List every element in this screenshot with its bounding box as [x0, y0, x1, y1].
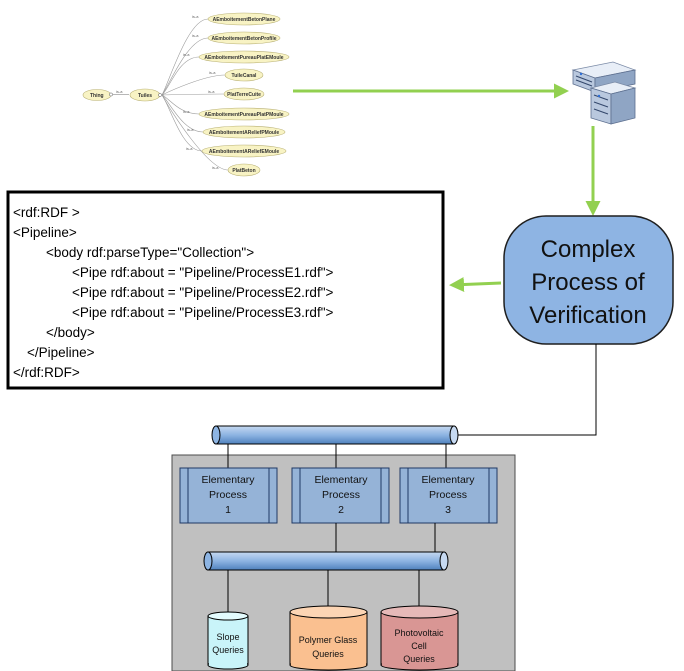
ontology-edge-label: is-a [212, 165, 219, 170]
process-1-line-3: 1 [225, 504, 231, 516]
db-polymer-glass-queries: Polymer Glass Queries [289, 605, 368, 671]
ontology-node-label: AEmboitementPureauPlatEMoule [204, 55, 283, 61]
ontology-edge [161, 18, 209, 96]
rdf-code-box: <rdf:RDF > <Pipeline> <body rdf:parseTyp… [6, 190, 445, 390]
server-rack-icon [571, 61, 637, 125]
rdf-line-5: <Pipe rdf:about = "Pipeline/ProcessE2.rd… [72, 285, 333, 300]
ontology-node [223, 87, 265, 101]
ontology-node-label: PlatTerreCuite [227, 92, 261, 98]
db-3-line-1: Photovoltaic [394, 628, 444, 638]
db-slope-queries: Slope Queries [207, 611, 249, 670]
db-3-line-3: Queries [403, 654, 435, 664]
ontology-edge [161, 56, 200, 96]
ontology-node-label: AEmboitementAReliefEMoule [209, 149, 280, 155]
ontology-edge [161, 94, 204, 133]
db-1-line-1: Slope [216, 632, 239, 642]
ontology-node [224, 68, 264, 82]
process-1-line-2: Process [209, 489, 247, 501]
ontology-edge [161, 94, 229, 171]
db-2-line-2: Queries [312, 649, 344, 659]
ontology-node-label: AEmboitementAReliefPMoule [209, 130, 280, 136]
ontology-node [207, 12, 281, 26]
process-2-line-1: Elementary [314, 474, 368, 486]
process-3-line-1: Elementary [421, 474, 475, 486]
ontology-node [227, 163, 261, 177]
process-2-line-2: Process [322, 489, 360, 501]
ontology-node-thing: Thing [82, 89, 113, 101]
ontology-edge [161, 94, 200, 115]
ontology-node-label: AEmboitementBetonPlane [213, 17, 276, 23]
ontology-edge-label: is-a [209, 70, 216, 75]
ontology-node [201, 144, 287, 158]
rdf-line-7: </body> [46, 325, 95, 340]
bottom-pipe [203, 551, 449, 571]
elementary-process-2: Elementary Process 2 [291, 467, 390, 524]
ontology-node-label: AEmboitementBetonProfile [211, 36, 276, 42]
ontology-edge-label: is-a [192, 14, 199, 19]
top-pipe [211, 425, 459, 445]
complex-process-node: Complex Process of Verification [503, 215, 674, 345]
ontology-node-label: AEmboitementPureauPlatPMoule [204, 112, 283, 118]
elementary-process-1: Elementary Process 1 [179, 467, 278, 524]
ontology-edge-label: is-a [183, 109, 190, 114]
ontology-edge-label-root: is-a [116, 89, 123, 94]
ontology-root-label: Thing [90, 93, 104, 99]
complex-process-line-1: Complex [541, 236, 636, 263]
ontology-node [198, 107, 290, 121]
ontology-node [202, 125, 286, 139]
process-3-line-3: 3 [445, 504, 451, 516]
process-2-line-3: 2 [338, 504, 344, 516]
rdf-line-2: <Pipeline> [13, 225, 77, 240]
complex-process-line-2: Process of [531, 269, 645, 296]
db-3-line-2: Cell [411, 641, 427, 651]
db-photovoltaic-cell-queries: Photovoltaic Cell Queries [380, 605, 459, 671]
ontology-edge-label: is-a [192, 33, 199, 38]
ontology-edge [161, 94, 203, 152]
ontology-node [198, 50, 290, 64]
ontology-edge-label: is-a [187, 127, 194, 132]
ontology-edge [161, 37, 209, 96]
db-2-line-1: Polymer Glass [299, 635, 358, 645]
ontology-node-label: TuileCanal [232, 73, 258, 79]
rdf-line-6: <Pipe rdf:about = "Pipeline/ProcessE3.rd… [72, 305, 333, 320]
rdf-line-8: </Pipeline> [27, 345, 95, 360]
ontology-edge [161, 93, 225, 96]
process-3-line-2: Process [429, 489, 467, 501]
ontology-edge [161, 74, 226, 96]
rdf-line-4: <Pipe rdf:about = "Pipeline/ProcessE1.rd… [72, 265, 333, 280]
rdf-line-9: </rdf:RDF> [13, 365, 80, 380]
ontology-node-tuiles: Tuiles [129, 88, 162, 102]
db-1-line-2: Queries [212, 645, 244, 655]
ontology-graph: Thing is-a Tuiles is-aAEmboitementBetonP… [82, 12, 290, 177]
ontology-edge-label: is-a [183, 52, 190, 57]
connector-process-to-pipe [456, 344, 597, 436]
ontology-hub-label: Tuiles [138, 93, 152, 99]
ontology-node [207, 31, 281, 45]
elementary-process-3: Elementary Process 3 [399, 467, 498, 524]
ontology-edge-label: is-a [208, 89, 215, 94]
ontology-edge-label: is-a [186, 146, 193, 151]
rdf-line-3: <body rdf:parseType="Collection"> [46, 245, 254, 260]
arrow-process-to-rdf [449, 277, 502, 293]
rdf-line-1: <rdf:RDF > [13, 205, 80, 220]
ontology-node-label: PlatBeton [232, 168, 255, 174]
process-1-line-1: Elementary [201, 474, 255, 486]
complex-process-line-3: Verification [529, 302, 646, 329]
